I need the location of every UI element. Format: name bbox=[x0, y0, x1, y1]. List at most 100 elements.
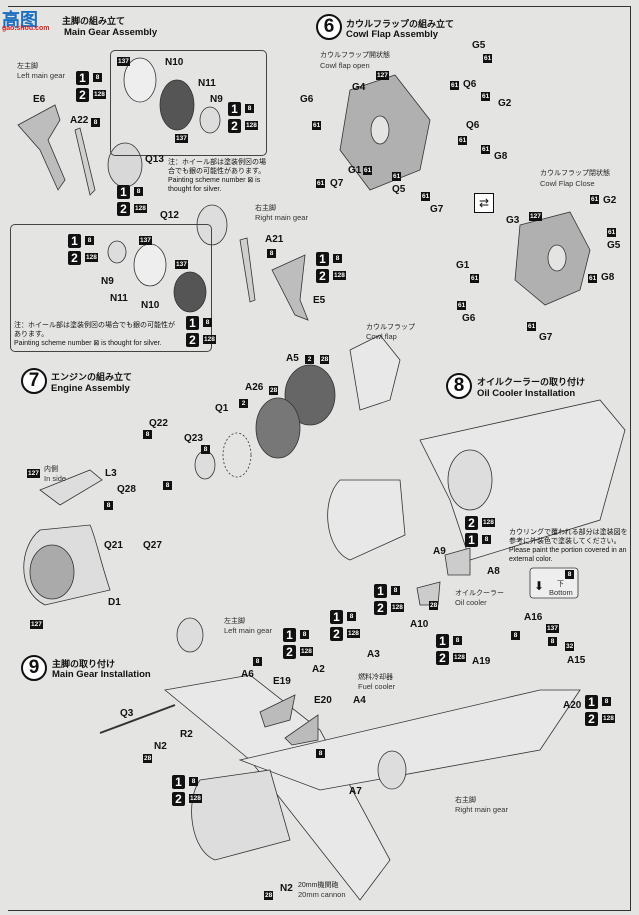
color-number: 61 bbox=[421, 192, 431, 201]
color-number: 8 bbox=[511, 631, 520, 640]
color-number: 61 bbox=[316, 179, 326, 188]
fuel-cooler-caption-en: Fuel cooler bbox=[358, 682, 396, 691]
paint-scheme-number: 1 bbox=[186, 315, 199, 330]
gear-cover-e6 bbox=[17, 104, 66, 191]
part-label: G8 bbox=[494, 151, 508, 162]
gear-strut-a22 bbox=[74, 127, 96, 196]
color-number: 61 bbox=[458, 136, 468, 145]
color-number: 128 bbox=[347, 629, 360, 638]
step-number: 8 bbox=[446, 373, 472, 399]
step-7-title-en: Engine Assembly bbox=[51, 383, 130, 394]
color-number: 128 bbox=[189, 794, 202, 803]
part-label: Q3 bbox=[120, 708, 134, 719]
color-number: 2 bbox=[239, 399, 248, 408]
paint-scheme-number: 2 bbox=[117, 201, 130, 216]
part-label: N2 bbox=[154, 741, 167, 752]
color-number: 61 bbox=[312, 121, 322, 130]
swap-arrows-icon: ⇄ bbox=[474, 193, 494, 213]
paint-scheme-number: 1 bbox=[374, 583, 387, 598]
color-number: 128 bbox=[453, 653, 466, 662]
color-number: 8 bbox=[93, 73, 102, 82]
part-label: Q22 bbox=[149, 418, 168, 429]
color-number: 8 bbox=[453, 636, 462, 645]
color-number: 8 bbox=[253, 657, 262, 666]
wheel-n11 bbox=[159, 79, 195, 131]
part-label: Q23 bbox=[184, 433, 203, 444]
color-number: 61 bbox=[483, 54, 493, 63]
color-number: 128 bbox=[203, 335, 216, 344]
step-6-title-jp: カウルフラップの組み立て bbox=[346, 19, 455, 29]
part-label: E6 bbox=[33, 94, 46, 105]
color-number: 61 bbox=[607, 228, 617, 237]
part-label: A21 bbox=[265, 234, 284, 245]
step-9-title-en: Main Gear Installation bbox=[52, 669, 151, 680]
color-number: 61 bbox=[481, 92, 491, 101]
color-number: 61 bbox=[450, 81, 460, 90]
part-label: A26 bbox=[245, 382, 264, 393]
part-label: G2 bbox=[603, 195, 617, 206]
part-label: A8 bbox=[487, 566, 500, 577]
wheel-paint-note: 注：ホイール部は塗装例⊠の場合でも銀の可能性があります。Painting sch… bbox=[168, 159, 266, 193]
wheel-detail-inset bbox=[110, 50, 267, 156]
color-number: 8 bbox=[201, 445, 210, 454]
part-label: E19 bbox=[273, 676, 291, 687]
part-label: G4 bbox=[352, 82, 366, 93]
paint-scheme-number: 1 bbox=[585, 694, 598, 709]
down-arrow-icon: ⬇ bbox=[534, 579, 545, 593]
color-number: 61 bbox=[470, 274, 480, 283]
part-label: G2 bbox=[498, 98, 512, 109]
color-number: 8 bbox=[316, 749, 325, 758]
ignition-harness bbox=[222, 432, 252, 478]
part-label: G8 bbox=[601, 272, 615, 283]
cowling-assembly bbox=[327, 479, 406, 561]
part-label: Q21 bbox=[104, 540, 123, 551]
paint-scheme-number: 1 bbox=[330, 609, 343, 624]
color-number: 137 bbox=[139, 236, 152, 245]
wheel-n9-b bbox=[107, 240, 127, 264]
part-label: G5 bbox=[472, 40, 486, 51]
color-number: 8 bbox=[245, 104, 254, 113]
gear-door-e19 bbox=[259, 694, 296, 728]
gear-door-e20 bbox=[284, 714, 319, 746]
cannon-caption-en: 20mm cannon bbox=[298, 890, 346, 899]
color-number: 128 bbox=[300, 647, 313, 656]
part-label: A19 bbox=[472, 656, 491, 667]
part-label: A22 bbox=[70, 115, 89, 126]
color-number: 61 bbox=[363, 166, 373, 175]
part-label: N10 bbox=[141, 300, 160, 311]
paint-scheme-number: 2 bbox=[585, 711, 598, 726]
part-label: A2 bbox=[312, 664, 325, 675]
step-6-title-en: Cowl Flap Assembly bbox=[346, 29, 439, 40]
part-label: N2 bbox=[280, 883, 293, 894]
engine-front-row bbox=[255, 397, 301, 459]
cowl-open-caption-en: Cowl flap open bbox=[320, 61, 370, 70]
watermark-logo: 高图 bbox=[2, 10, 38, 30]
part-label: G3 bbox=[506, 215, 520, 226]
part-label: N11 bbox=[198, 78, 216, 89]
fuel-cooler-caption-jp: 燃料冷却器 bbox=[358, 674, 393, 681]
part-label: Q6 bbox=[466, 120, 480, 131]
part-label: N9 bbox=[210, 94, 223, 105]
bottom-caption-en: Bottom bbox=[549, 588, 573, 597]
paint-scheme-number: 2 bbox=[330, 626, 343, 641]
part-label: A4 bbox=[353, 695, 366, 706]
right-wheel-9 bbox=[377, 750, 407, 790]
step-number: 9 bbox=[21, 655, 47, 681]
fuselage-tail bbox=[238, 689, 581, 791]
color-number: 137 bbox=[175, 260, 188, 269]
part-label: A15 bbox=[567, 655, 586, 666]
cowling-top-l3 bbox=[39, 469, 103, 506]
part-label: A3 bbox=[367, 649, 380, 660]
paint-scheme-number: 2 bbox=[374, 600, 387, 615]
color-number: 8 bbox=[333, 254, 342, 263]
step-number: 7 bbox=[21, 368, 47, 394]
cowl-close-caption-en: Cowl Flap Close bbox=[540, 179, 595, 188]
step-7-title-jp: エンジンの組み立て bbox=[51, 372, 133, 382]
color-number: 8 bbox=[189, 777, 198, 786]
paint-scheme-number: 2 bbox=[186, 332, 199, 347]
color-number: 28 bbox=[320, 355, 330, 364]
